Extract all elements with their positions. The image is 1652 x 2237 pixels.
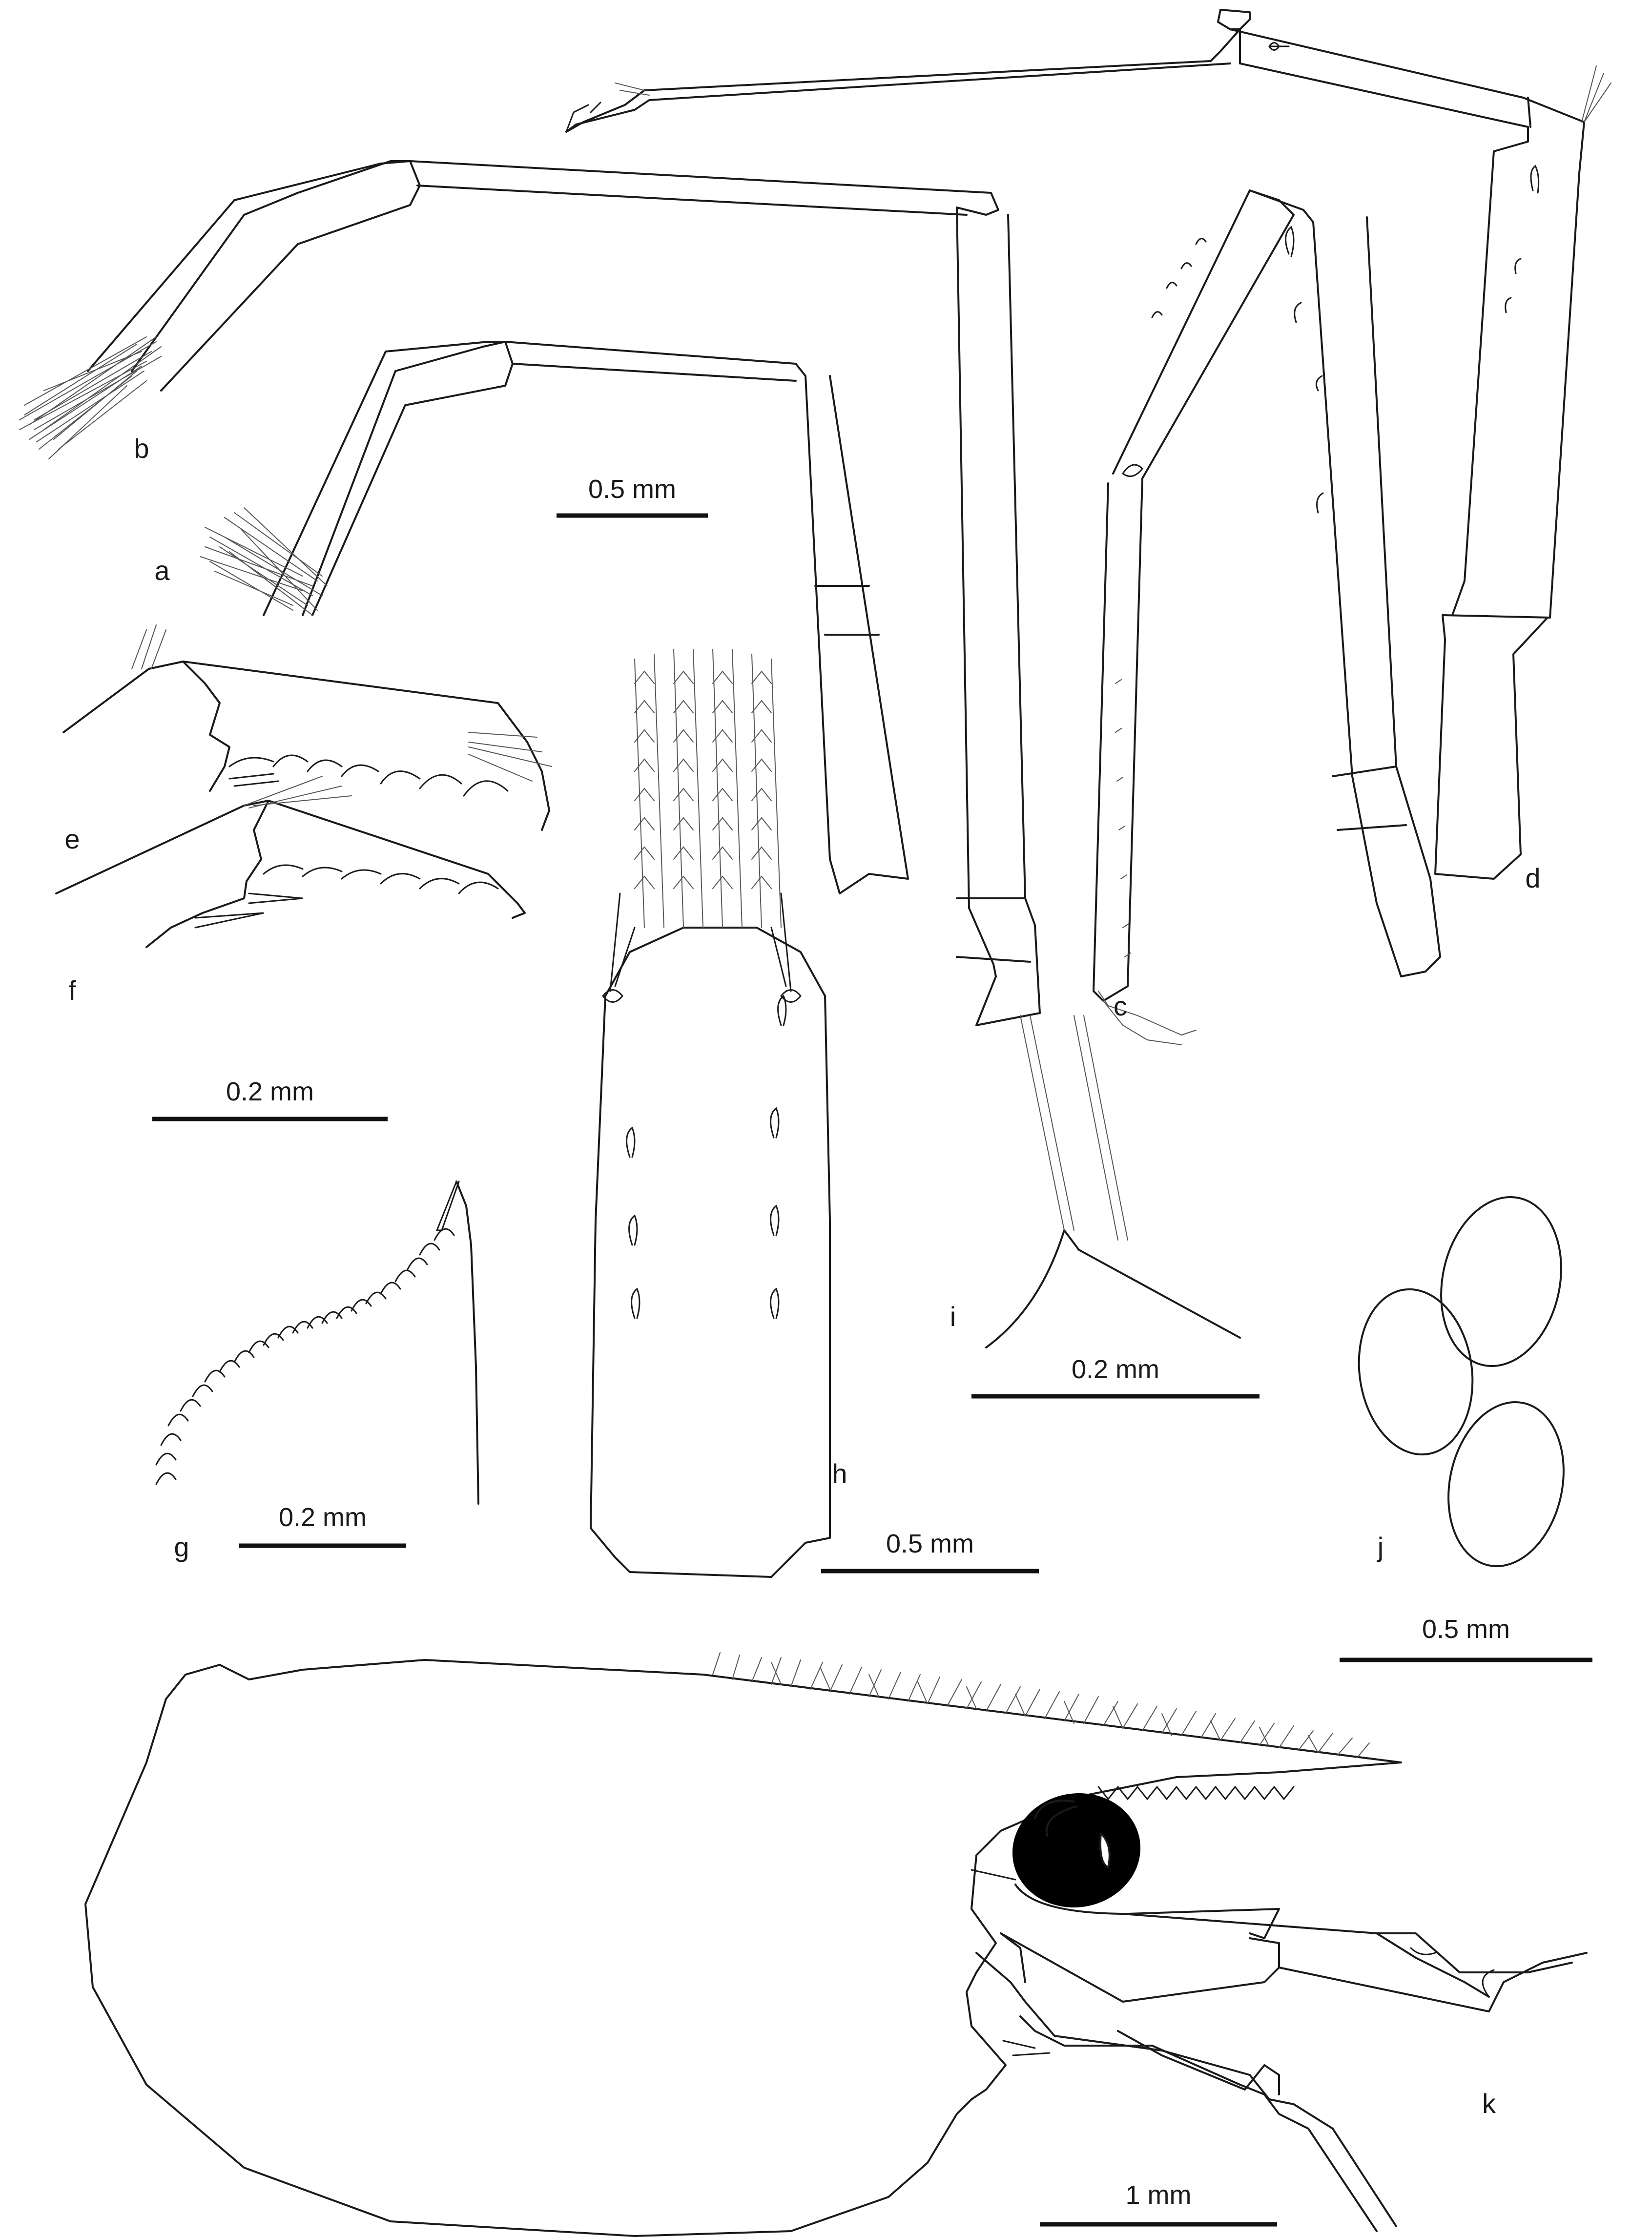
panel-label-g: g <box>174 1532 189 1562</box>
panel-g-drawing <box>155 1181 479 1505</box>
panel-label-d: d <box>1525 863 1540 893</box>
scale-bar-label-6: 0.5 mm <box>1422 1615 1510 1644</box>
panel-label-e: e <box>64 824 80 854</box>
panel-label-i: i <box>950 1301 956 1332</box>
scale-bar-label-4: 0.5 mm <box>886 1529 974 1558</box>
scale-bar-label-7: 1 mm <box>1126 2180 1192 2210</box>
panel-label-j: j <box>1377 1532 1384 1562</box>
panel-f-drawing <box>55 776 526 948</box>
panel-label-k: k <box>1482 2088 1496 2119</box>
scale-bar-label-3: 0.2 mm <box>279 1503 367 1532</box>
scale-bars: 0.5 mm 0.2 mm 0.2 mm 0.5 mm 0.2 mm 0.5 m… <box>152 475 1592 2227</box>
panel-e-drawing <box>62 624 552 831</box>
panel-label-b: b <box>134 433 149 464</box>
panel-j-drawing <box>1358 1196 1565 1567</box>
panel-b-drawing <box>19 160 1041 1026</box>
panel-d-drawing <box>565 9 1611 880</box>
scale-bar-label-1: 0.5 mm <box>588 475 676 504</box>
scale-bar-label-5: 0.2 mm <box>1072 1355 1159 1384</box>
panel-c-drawing <box>1093 189 1441 1045</box>
panel-i-drawing <box>985 1015 1241 1348</box>
scale-bar-label-2: 0.2 mm <box>226 1077 314 1106</box>
panel-label-f: f <box>68 975 76 1006</box>
panel-labels: a b c d e f g h i j k <box>64 433 1540 2119</box>
panel-k-drawing <box>84 1652 1588 2237</box>
panel-label-h: h <box>832 1458 847 1489</box>
panel-label-c: c <box>1114 991 1127 1021</box>
panel-label-a: a <box>154 555 170 586</box>
panel-a-drawing <box>200 341 909 894</box>
panel-h-drawing <box>590 649 831 1578</box>
